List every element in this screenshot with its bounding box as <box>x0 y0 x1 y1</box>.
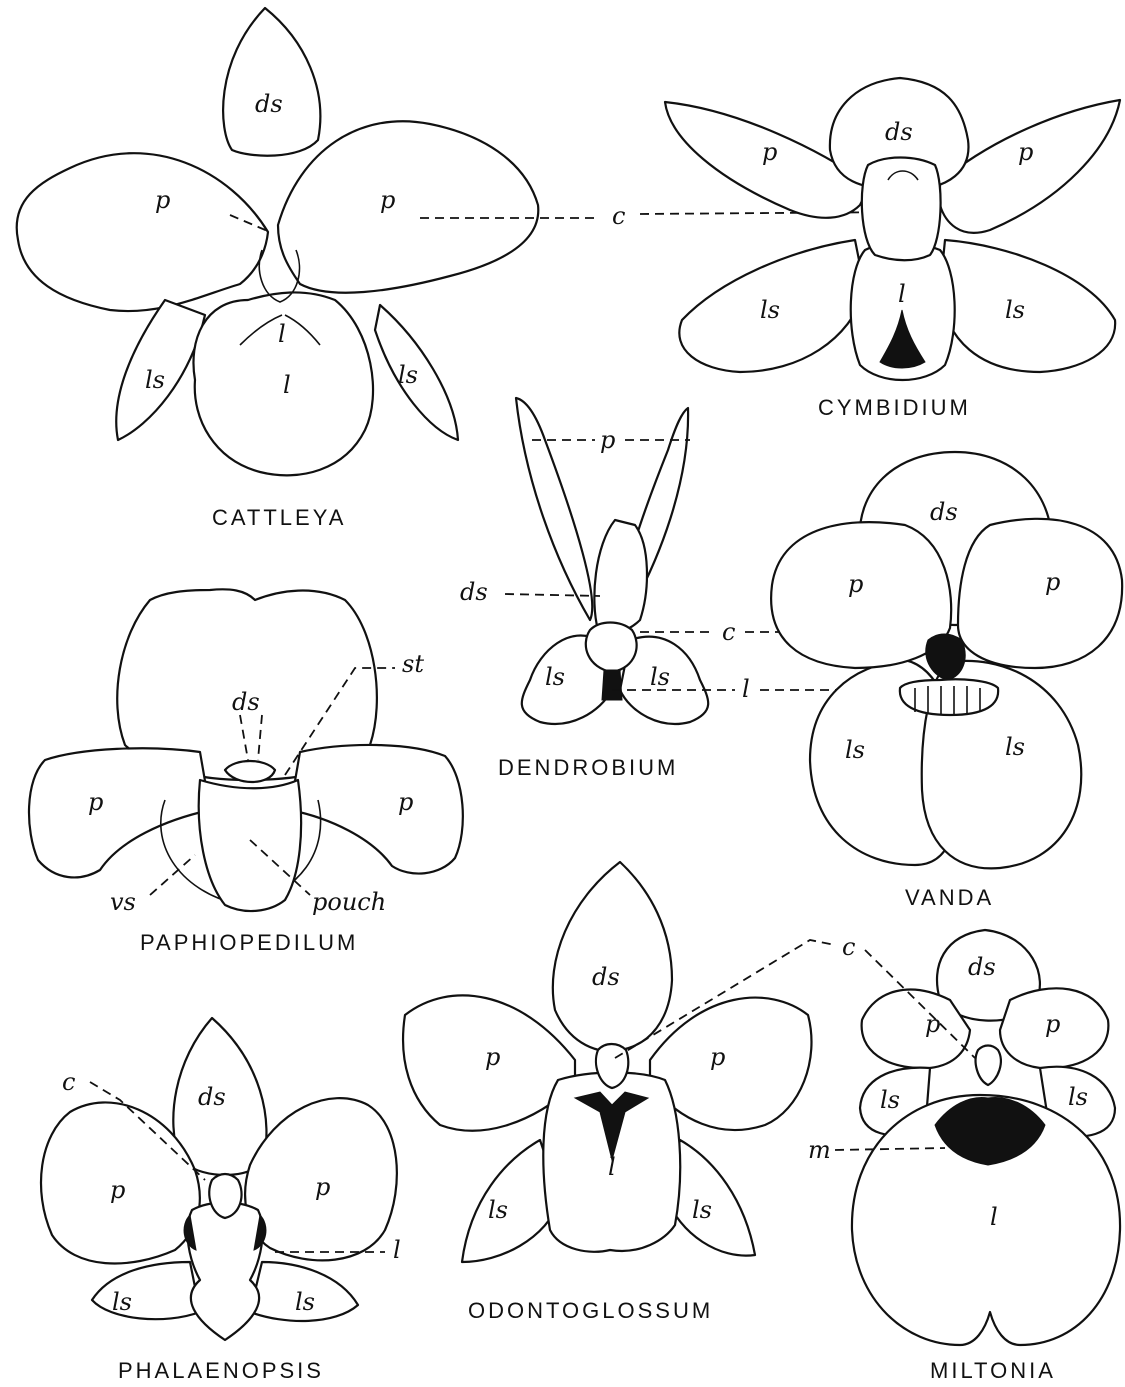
cymbidium-label-p-left: p <box>762 138 777 166</box>
miltonia-label-ds: ds <box>968 953 996 981</box>
cattleya-label-ls-right: ls <box>398 361 418 389</box>
phalaenopsis-column <box>209 1174 241 1218</box>
cattleya-label-l-upper: l <box>278 320 286 348</box>
dendrobium-label-ls-right: ls <box>650 663 670 691</box>
phalaenopsis-label-ls-right: ls <box>295 1288 315 1316</box>
paphiopedilum-label-p-left: p <box>88 788 103 816</box>
middle-label-l: l <box>742 675 750 703</box>
vanda-label-p-right: p <box>1045 568 1060 596</box>
cymbidium-right-petal <box>940 100 1120 233</box>
odontoglossum-label-p-right: p <box>710 1043 725 1071</box>
miltonia-label-c: c <box>842 933 855 961</box>
cymbidium-right-lateral-sepal <box>940 240 1115 372</box>
phalaenopsis-label-p-left: p <box>110 1176 125 1204</box>
phalaenopsis-label-ls-left: ls <box>112 1288 132 1316</box>
paphiopedilum-label-p-right: p <box>398 788 413 816</box>
cattleya-name: CATTLEYA <box>212 505 346 530</box>
vanda-column <box>926 634 965 680</box>
dendrobium-label-ls-left: ls <box>545 663 565 691</box>
cymbidium-label-p-right: p <box>1018 138 1033 166</box>
odontoglossum-name: ODONTOGLOSSUM <box>468 1298 713 1323</box>
cattleya-dorsal-sepal <box>223 8 320 156</box>
cattleya-label-ls-left: ls <box>145 366 165 394</box>
cattleya-label-p-left: p <box>155 186 170 214</box>
cymbidium-label-ls-right: ls <box>1005 296 1025 324</box>
phalaenopsis-label-c: c <box>62 1068 75 1096</box>
paphiopedilum-flower <box>29 589 463 911</box>
miltonia-label-m: m <box>808 1136 831 1164</box>
miltonia-name: MILTONIA <box>930 1358 1056 1383</box>
miltonia-label-ls-left: ls <box>880 1086 900 1114</box>
odontoglossum-flower <box>403 862 835 1262</box>
cymbidium-label-ls-left: ls <box>760 296 780 324</box>
cattleya-flower <box>17 8 539 475</box>
vanda-right-petal <box>958 519 1122 668</box>
phalaenopsis-lip <box>187 1203 262 1341</box>
miltonia-column <box>976 1046 1001 1086</box>
dendrobium-label-ds: ds <box>460 578 488 606</box>
vanda-label-ls-right: ls <box>1005 733 1025 761</box>
cymbidium-label-l: l <box>898 280 906 308</box>
cymbidium-column <box>862 158 941 261</box>
cymbidium-name: CYMBIDIUM <box>818 395 971 420</box>
phalaenopsis-label-ds: ds <box>198 1083 226 1111</box>
top-label-c: c <box>612 202 625 230</box>
cattleya-right-petal <box>278 121 538 292</box>
vanda-label-p-left: p <box>848 570 863 598</box>
paphiopedilum-right-petal <box>290 745 463 874</box>
cattleya-label-p-right: p <box>380 186 395 214</box>
dendrobium-name: DENDROBIUM <box>498 755 678 780</box>
cymbidium-label-ds: ds <box>885 118 913 146</box>
paphiopedilum-label-ds: ds <box>232 688 260 716</box>
odontoglossum-dorsal-sepal <box>553 862 672 1051</box>
paphiopedilum-name: PAPHIOPEDILUM <box>140 930 358 955</box>
dendrobium-label-p: p <box>600 426 615 454</box>
vanda-name: VANDA <box>905 885 994 910</box>
dendrobium-dorsal-sepal <box>594 520 647 633</box>
phalaenopsis-flower <box>41 1018 397 1340</box>
odontoglossum-label-ls-right: ls <box>692 1196 712 1224</box>
miltonia-flower <box>835 930 1120 1345</box>
odontoglossum-label-ls-left: ls <box>488 1196 508 1224</box>
phalaenopsis-label-p-right: p <box>315 1173 330 1201</box>
cattleya-label-l-lower: l <box>283 371 291 399</box>
miltonia-label-p-left: p <box>925 1010 940 1038</box>
cattleya-left-petal <box>17 153 268 311</box>
odontoglossum-label-p-left: p <box>485 1043 500 1071</box>
paphiopedilum-label-pouch: pouch <box>312 888 386 916</box>
miltonia-label-ls-right: ls <box>1068 1083 1088 1111</box>
vanda-label-ls-left: ls <box>845 736 865 764</box>
phalaenopsis-label-l: l <box>393 1236 401 1264</box>
paphiopedilum-label-st: st <box>402 650 424 678</box>
dendrobium-left-petal <box>516 398 592 620</box>
dendrobium-lip <box>602 670 622 700</box>
miltonia-label-p-right: p <box>1045 1010 1060 1038</box>
paphiopedilum-left-petal <box>29 748 210 877</box>
miltonia-label-l: l <box>990 1203 998 1231</box>
odontoglossum-label-ds: ds <box>592 963 620 991</box>
phalaenopsis-name: PHALAENOPSIS <box>118 1358 324 1383</box>
phalaenopsis-left-lateral-sepal <box>92 1262 200 1319</box>
paphiopedilum-label-vs: vs <box>110 888 136 916</box>
odontoglossum-label-l: l <box>608 1153 616 1181</box>
paphiopedilum-pouch <box>199 780 301 911</box>
vanda-label-ds: ds <box>930 498 958 526</box>
middle-label-c: c <box>722 618 735 646</box>
cattleya-label-ds: ds <box>255 90 283 118</box>
